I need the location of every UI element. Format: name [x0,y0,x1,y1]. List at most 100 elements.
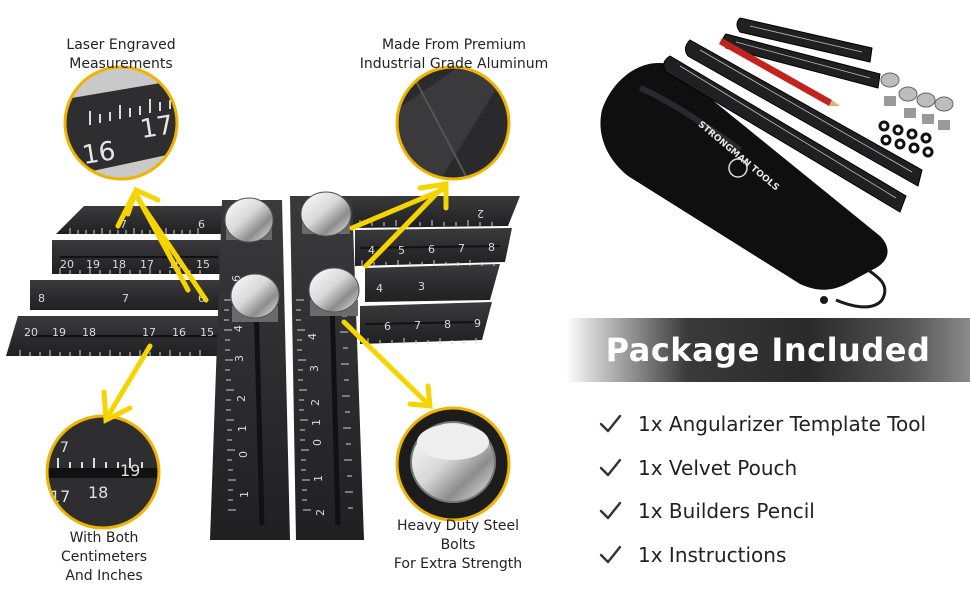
ruler-number: 4 [376,282,383,295]
zoom-circle-aluminum [395,65,511,181]
velvet-pouch [600,63,888,290]
bolt-knob [230,273,280,322]
feature-bolts-caption: Heavy Duty Steel Bolts For Extra Strengt… [376,517,540,574]
brand-logo [728,158,748,178]
caption-line: Made From Premium [381,37,527,53]
ruler-number: 7 [120,218,127,231]
check-icon [599,545,622,564]
ruler-number: 6 [230,275,243,282]
ruler-number: 1 [310,419,323,426]
ruler-number: 16 [172,326,186,339]
ruler-number: 4 [368,244,375,257]
ruler-number: 7 [122,292,129,305]
ruler-number: 6 [198,292,205,305]
ruler-number: 3 [308,365,321,372]
package-photo: STRONGMAN TOOLS [600,17,954,309]
zoom-circle-bolt [395,406,511,522]
bolt-knob [300,191,352,237]
package-item: 1x Velvet Pouch [598,446,926,490]
caption-line: And Inches [65,568,143,584]
caption-line: Industrial Grade Aluminum [359,56,549,72]
package-item-label: 1x Builders Pencil [638,499,815,524]
check-icon [599,414,622,433]
package-item-label: 1x Velvet Pouch [638,455,798,480]
ruler-arm [663,55,907,213]
ruler-number: 7 [414,319,421,332]
ruler-number: 1 [312,475,325,482]
ruler-number: 20 [60,258,74,271]
ruler-number: 8 [444,318,451,331]
package-item: 1x Angularizer Template Tool [598,402,926,446]
ruler-number: 19 [120,461,140,480]
ruler-arm-vertical-right [290,196,364,540]
check-icon [599,502,622,520]
package-item-label: 1x Instructions [638,542,787,567]
caption-line: For Extra Strength [393,556,523,572]
feature-aluminum-caption: Made From Premium Industrial Grade Alumi… [334,36,574,74]
zoom-circle-units: 7 17 18 19 [45,414,161,530]
check-icon [599,458,622,476]
package-list: 1x Angularizer Template Tool 1x Velvet P… [598,402,926,577]
ruler-number: 19 [52,326,66,339]
arrow-icon [341,319,433,409]
ruler-number: 20 [24,326,38,339]
bolt-knob [308,267,360,316]
ruler-number: 6 [428,243,435,256]
caption-line: With Both [69,530,139,546]
ruler-number: 17 [142,326,156,339]
caption-line: Bolts [440,537,476,553]
ruler-number: 2 [309,399,322,406]
ruler-number: 2 [477,207,484,220]
ruler-number: 7 [60,440,69,456]
ruler-number: 7 [458,242,465,255]
package-banner: Package Included [566,318,970,382]
ruler-number: 15 [200,326,214,339]
ruler-number: 3 [418,280,425,293]
zoom-circle-laser: 16 17 [63,65,179,181]
ruler-number: 8 [488,241,495,254]
ruler-arm-row3-right [365,264,500,302]
arrow-icon [349,181,449,269]
package-item: 1x Builders Pencil [598,489,926,533]
ruler-arm [736,17,873,63]
ruler-number: 1 [238,491,251,498]
ruler-arm-top-left [56,206,225,234]
arrow-icon [115,186,209,303]
ruler-number: 4 [306,333,319,340]
ruler-number: 0 [311,439,324,446]
caption-line: Measurements [69,56,173,72]
ruler-number: 1 [236,425,249,432]
ruler-number: 15 [196,258,210,271]
ruler-number: 18 [112,258,126,271]
package-item: 1x Instructions [598,533,926,577]
ruler-arm-vertical-left [210,200,290,540]
ruler-number: 2 [314,509,327,516]
ruler-arm [684,39,923,187]
package-title: Package Included [605,331,931,369]
ruler-number: 18 [82,326,96,339]
package-item-label: 1x Angularizer Template Tool [638,411,927,436]
ruler-number: 17 [140,258,154,271]
caption-line: Laser Engraved [66,37,176,53]
feature-units-caption: With Both Centimeters And Inches [34,529,174,586]
ruler-number: 6 [384,320,391,333]
ruler-arm-top-right [350,196,520,228]
ruler-number: 4 [232,325,245,332]
angularizer-tool: 7 6 2 20 19 18 17 16 15 4 5 6 7 8 8 7 6 … [6,191,520,540]
ruler-number: 5 [398,244,405,257]
ruler-number: 8 [38,292,45,305]
ruler-number: 0 [237,451,250,458]
ruler-number: 18 [88,483,108,502]
bolt-set [880,72,954,130]
ruler-number: 19 [86,258,100,271]
arrow-icon [101,343,153,424]
ruler-number: 9 [474,317,481,330]
ruler-number: 3 [233,355,246,362]
caption-line: Heavy Duty Steel [396,518,520,534]
caption-line: Centimeters [60,549,148,565]
washer-set [878,120,934,158]
bolt-knob [224,197,274,243]
ruler-number: 17 [138,110,175,145]
builders-pencil [719,38,832,106]
